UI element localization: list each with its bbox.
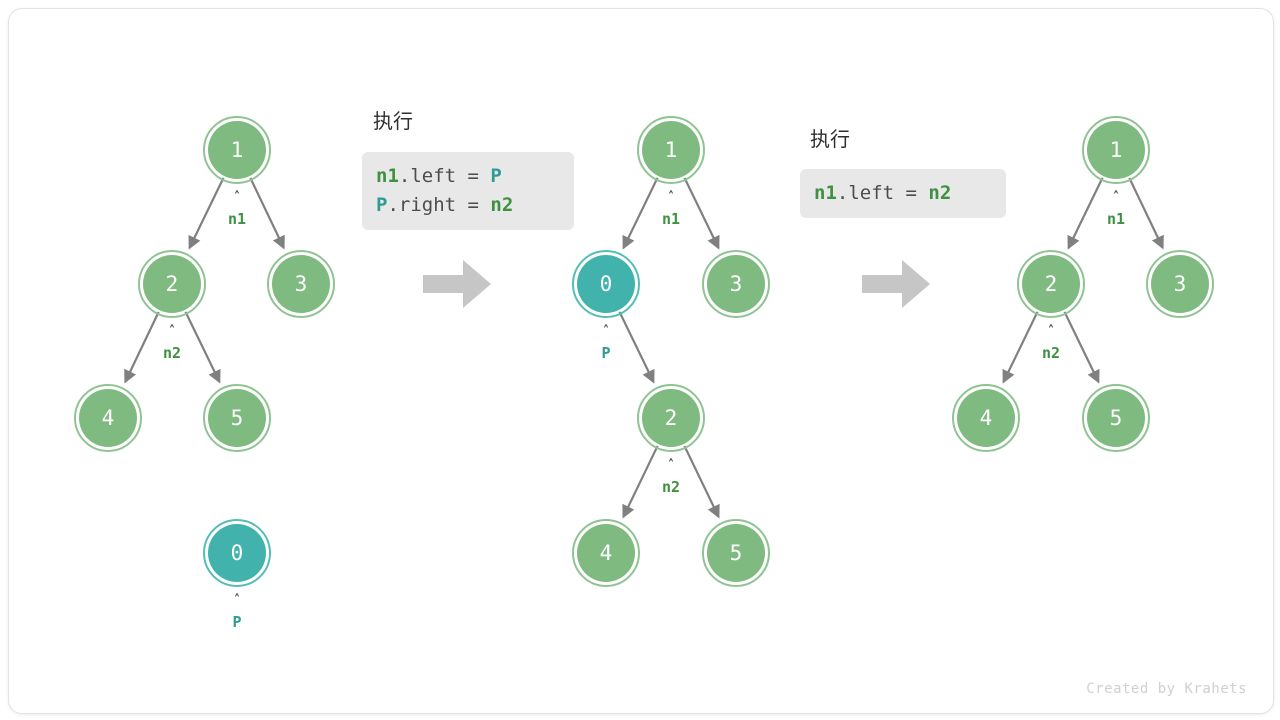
caret-icon: ˄	[602, 324, 610, 339]
node-ring	[203, 384, 271, 452]
step-title: 执行	[810, 127, 850, 151]
node-ring	[637, 384, 705, 452]
node-value: 5	[729, 540, 743, 565]
tree-node[interactable]: 1	[203, 116, 271, 184]
tree-node[interactable]: 5	[1082, 384, 1150, 452]
node-value: 2	[1044, 271, 1058, 296]
pointer-label-p: ˄P	[207, 593, 267, 631]
caret-icon: ˄	[233, 593, 241, 608]
pointer-label-text: n2	[661, 478, 681, 496]
code-line: n1.left = n2	[814, 179, 992, 208]
node-ring	[702, 519, 770, 587]
step-title: 执行	[373, 109, 413, 133]
node-ring	[203, 116, 271, 184]
node-ring	[1082, 384, 1150, 452]
node-value: 5	[230, 405, 244, 430]
node-ring	[267, 250, 335, 318]
node-value: 3	[294, 271, 308, 296]
caret-icon: ˄	[1047, 324, 1055, 339]
pointer-label-text: n2	[1041, 344, 1061, 362]
code-token: n2	[928, 182, 952, 204]
node-value: 1	[664, 137, 678, 162]
code-snippet: n1.left = n2	[800, 169, 1006, 218]
node-ring	[203, 519, 271, 587]
tree-node[interactable]: 4	[572, 519, 640, 587]
tree-edges-layer	[124, 177, 1164, 519]
node-ring	[1082, 116, 1150, 184]
node-value: 1	[230, 137, 244, 162]
node-ring	[572, 250, 640, 318]
node-value: 3	[1173, 271, 1187, 296]
node-value: 2	[165, 271, 179, 296]
node-ring	[702, 250, 770, 318]
caret-icon: ˄	[1112, 190, 1120, 205]
code-token: P	[376, 194, 388, 216]
code-line: n1.left = P	[376, 162, 560, 191]
pointer-label-text: n1	[661, 210, 681, 228]
pointer-label-text: n2	[162, 344, 182, 362]
caret-icon: ˄	[168, 324, 176, 339]
tree-node[interactable]: 3	[1146, 250, 1214, 318]
tree-node[interactable]: 5	[702, 519, 770, 587]
node-ring	[74, 384, 142, 452]
watermark: Created by Krahets	[1086, 681, 1247, 697]
node-value: 4	[599, 540, 613, 565]
tree-node[interactable]: 2	[637, 384, 705, 452]
code-token: P	[490, 165, 502, 187]
node-ring	[1146, 250, 1214, 318]
code-token: .left =	[836, 182, 929, 204]
code-token: n2	[490, 194, 514, 216]
pointer-label-text: n1	[1106, 210, 1126, 228]
node-value: 0	[230, 540, 244, 565]
tree-node[interactable]: 4	[952, 384, 1020, 452]
pointer-label-p: ˄P	[576, 324, 636, 362]
node-ring	[1017, 250, 1085, 318]
arrow-right-icon	[862, 260, 930, 308]
tree-node[interactable]: 2	[1017, 250, 1085, 318]
pointer-label-text: n1	[227, 210, 247, 228]
tree-node[interactable]: 1	[637, 116, 705, 184]
tree-node[interactable]: 3	[702, 250, 770, 318]
pointer-label-n2: ˄ n2	[641, 458, 701, 496]
node-ring	[637, 116, 705, 184]
tree-node[interactable]: 2	[138, 250, 206, 318]
pointer-label-n2: ˄ n2	[1021, 324, 1081, 362]
node-value: 1	[1109, 137, 1123, 162]
node-ring	[952, 384, 1020, 452]
code-line: P.right = n2	[376, 191, 560, 220]
code-token: .left =	[398, 165, 491, 187]
caret-icon: ˄	[667, 458, 675, 473]
caret-icon: ˄	[233, 190, 241, 205]
node-value: 0	[599, 271, 613, 296]
pointer-label-n2: ˄ n2	[142, 324, 202, 362]
arrow-right-icon	[423, 260, 491, 308]
tree-node[interactable]: 4	[74, 384, 142, 452]
code-token: n1	[814, 182, 837, 204]
node-value: 4	[979, 405, 993, 430]
node-value: 5	[1109, 405, 1123, 430]
pointer-label-text: P	[601, 344, 611, 362]
pointer-label-n1: ˄ n1	[207, 190, 267, 228]
node-ring	[572, 519, 640, 587]
pointer-label-n1: ˄ n1	[1086, 190, 1146, 228]
transition-arrow-icon	[862, 258, 932, 310]
tree-node[interactable]: 0	[203, 519, 271, 587]
transition-arrow-icon	[423, 258, 493, 310]
node-value: 4	[101, 405, 115, 430]
tree-node[interactable]: 3	[267, 250, 335, 318]
pointer-label-text: P	[232, 613, 242, 631]
node-value: 2	[664, 405, 678, 430]
node-ring	[138, 250, 206, 318]
pointer-label-n1: ˄ n1	[641, 190, 701, 228]
node-value: 3	[729, 271, 743, 296]
tree-node[interactable]: 5	[203, 384, 271, 452]
code-token: n1	[376, 165, 399, 187]
caret-icon: ˄	[667, 190, 675, 205]
code-token: .right =	[387, 194, 491, 216]
tree-node[interactable]: 1	[1082, 116, 1150, 184]
tree-node[interactable]: 0	[572, 250, 640, 318]
